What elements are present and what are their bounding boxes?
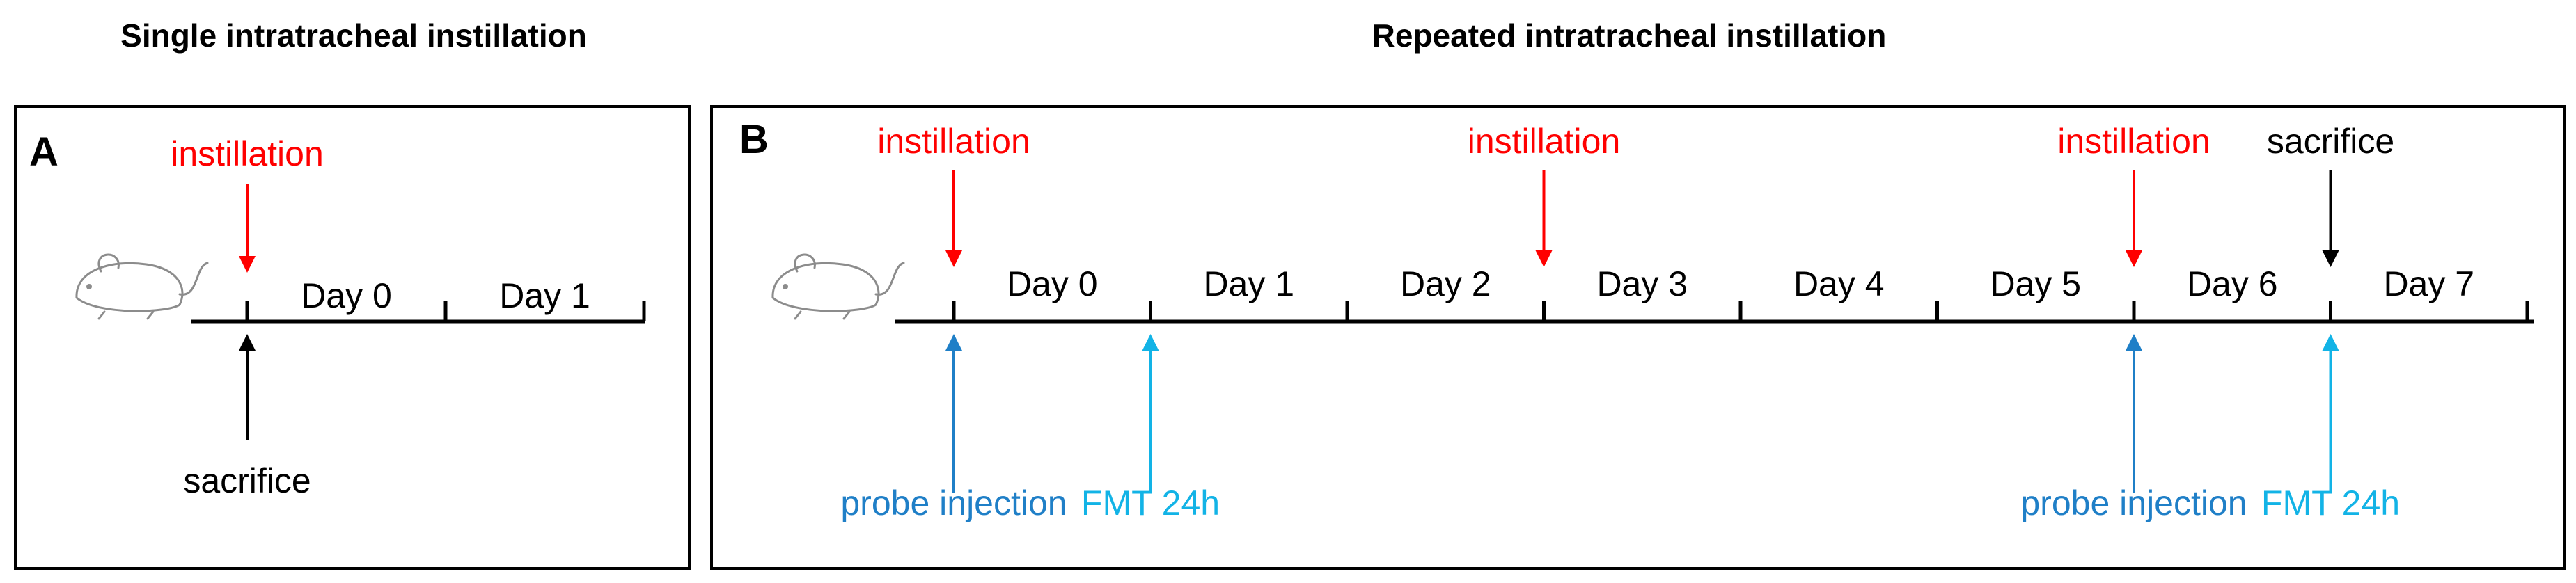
probe-injection-1-arrow: [945, 334, 962, 493]
sacrifice-label: sacrifice: [183, 461, 311, 500]
panel-a-border: [14, 105, 691, 570]
instillation-1-arrow: [945, 170, 962, 267]
probe-injection-1-label: probe injection: [840, 484, 1067, 522]
instillation-3-arrow: [2126, 170, 2142, 267]
title-single: Single intratracheal instillation: [120, 17, 587, 54]
instillation-label: instillation: [171, 134, 324, 173]
panel-a-timeline: Day 0 Day 1 instillation sacrifice: [75, 134, 646, 500]
day-label: Day 0: [301, 276, 392, 315]
panel-b-timeline: Day 0 Day 1 Day 2 Day 3 Day 4 Day 5 Day 6 Day 7…: [771, 122, 2534, 522]
mouse-icon: [771, 253, 905, 320]
instillation-2-arrow: [1535, 170, 1553, 267]
fmt-24h-2-arrow: [2322, 334, 2339, 493]
fmt-24h-1-label: FMT 24h: [1081, 484, 1220, 522]
instillation-2-label: instillation: [1468, 122, 1621, 161]
sacrifice-label: sacrifice: [2267, 122, 2394, 161]
day-label: Day 6: [2187, 264, 2278, 303]
day-label: Day 4: [1793, 264, 1885, 303]
probe-injection-2-label: probe injection: [2020, 484, 2247, 522]
panel-b-border: [710, 105, 2566, 570]
fmt-24h-2-label: FMT 24h: [2261, 484, 2400, 522]
probe-injection-2-arrow: [2126, 334, 2142, 493]
instillation-3-label: instillation: [2057, 122, 2210, 161]
panel-a-label: A: [29, 129, 58, 175]
sacrifice-arrow: [2322, 170, 2339, 267]
day-label: Day 3: [1596, 264, 1688, 303]
sacrifice-arrow: [239, 334, 256, 440]
day-label: Day 7: [2383, 264, 2474, 303]
day-label: Day 5: [1990, 264, 2081, 303]
day-label: Day 2: [1400, 264, 1491, 303]
fmt-24h-1-arrow: [1142, 334, 1159, 493]
day-label: Day 1: [1203, 264, 1294, 303]
title-repeated: Repeated intratracheal instillation: [1372, 17, 1887, 54]
instillation-1-label: instillation: [877, 122, 1030, 161]
panel-b-label: B: [739, 117, 769, 162]
instillation-arrow: [239, 184, 256, 273]
mouse-icon: [75, 253, 209, 320]
day-label: Day 1: [499, 276, 590, 315]
day-label: Day 0: [1007, 264, 1098, 303]
